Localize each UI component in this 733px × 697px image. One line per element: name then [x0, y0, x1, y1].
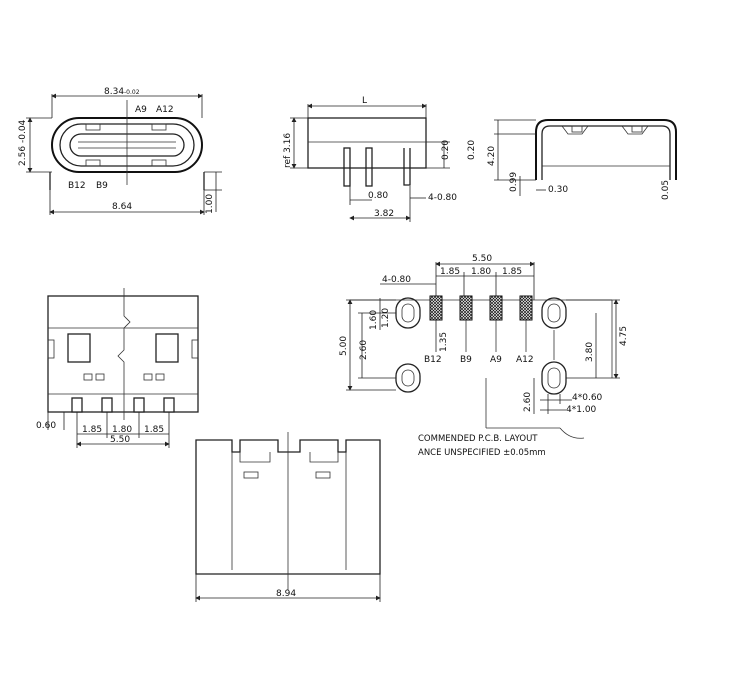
- pcb-1-85b-label: 1.85: [502, 267, 522, 277]
- pcb-layout: 5.50 1.85 1.80 1.85 4-0.80 5.00 2.60 1.6…: [339, 254, 629, 458]
- bottom-width-label: 8.64: [112, 202, 132, 212]
- top-height-label: 2.56: [18, 146, 28, 166]
- side-0-20-label: 0.20: [441, 140, 451, 160]
- front-view: 0.60 1.85 1.80 1.85 5.50: [36, 288, 199, 448]
- pin-a12-label: A12: [156, 105, 174, 115]
- bottom-width-label: 8.94: [276, 589, 296, 599]
- side-length-label: L: [362, 96, 367, 106]
- side-3-82-label: 3.82: [374, 209, 394, 219]
- pcb-pin-a12: A12: [516, 355, 534, 365]
- pad-a9: [489, 295, 503, 321]
- pad-b12: [429, 295, 443, 321]
- end-0-30-label: 0.30: [548, 185, 568, 195]
- end-view: 0.20 4.20 0.99 0.30 0.05: [467, 119, 677, 200]
- front-5-50-label: 5.50: [110, 435, 130, 445]
- top-height-tolerance: -0.04: [18, 119, 28, 143]
- end-0-05-label: 0.05: [661, 180, 671, 200]
- end-4-20-label: 4.20: [487, 146, 497, 166]
- top-width-tolerance: -0.02: [124, 89, 140, 96]
- pcb-5-00-label: 5.00: [339, 336, 349, 356]
- pcb-note-title: COMMENDED P.C.B. LAYOUT: [418, 434, 538, 444]
- pcb-4-75-label: 4.75: [619, 326, 629, 346]
- pin-b9-label: B9: [96, 181, 108, 191]
- front-1-85b-label: 1.85: [144, 425, 164, 435]
- slot-upper-left: [395, 297, 421, 329]
- end-0-20-label: 0.20: [467, 140, 477, 160]
- pcb-3-80-label: 3.80: [585, 342, 595, 362]
- pcb-2-60-label: 2.60: [359, 340, 369, 360]
- top-view: 8.34 -0.02 2.56 -0.04 A9 A12 B12 B9 8.64…: [18, 87, 222, 215]
- end-0-99-label: 0.99: [509, 172, 519, 192]
- pcb-1-20-label: 1.20: [381, 308, 391, 328]
- pcb-1-80-label: 1.80: [471, 267, 491, 277]
- pad-b9: [459, 295, 473, 321]
- side-0-80-label: 0.80: [368, 191, 388, 201]
- pcb-note-tolerance: ANCE UNSPECIFIED ±0.05mm: [418, 448, 546, 458]
- pcb-4x0-80-label: 4-0.80: [382, 275, 411, 285]
- front-1-85a-label: 1.85: [82, 425, 102, 435]
- pcb-pin-b9: B9: [460, 355, 472, 365]
- side-4x0-80-label: 4-0.80: [428, 193, 457, 203]
- pcb-pin-b12: B12: [424, 355, 442, 365]
- pcb-2-60-right-label: 2.60: [523, 392, 533, 412]
- pin-a9-label: A9: [135, 105, 147, 115]
- pcb-4x1-00-label: 4*1.00: [566, 405, 597, 415]
- pin-b12-label: B12: [68, 181, 86, 191]
- pcb-1-35-label: 1.35: [439, 332, 449, 352]
- slot-lower-right: [541, 361, 567, 395]
- pcb-5-50-label: 5.50: [472, 254, 492, 264]
- pcb-pin-a9: A9: [490, 355, 502, 365]
- pad-a12: [519, 295, 533, 321]
- top-width-label: 8.34: [104, 87, 124, 97]
- front-1-80-label: 1.80: [112, 425, 132, 435]
- bottom-view: 8.94: [195, 432, 381, 602]
- pcb-4x0-60-label: 4*0.60: [572, 393, 603, 403]
- side-ref-height-label: ref 3.16: [283, 133, 293, 168]
- front-0-60-label: 0.60: [36, 421, 56, 431]
- leg-height-label: 1.00: [205, 194, 215, 214]
- side-view: L 0.80 3.82 4-0.80 ref 3.16 0.20: [283, 96, 457, 222]
- slot-lower-left: [395, 363, 421, 393]
- pcb-1-85a-label: 1.85: [440, 267, 460, 277]
- pcb-1-60-label: 1.60: [369, 310, 379, 330]
- slot-upper-right: [541, 297, 567, 329]
